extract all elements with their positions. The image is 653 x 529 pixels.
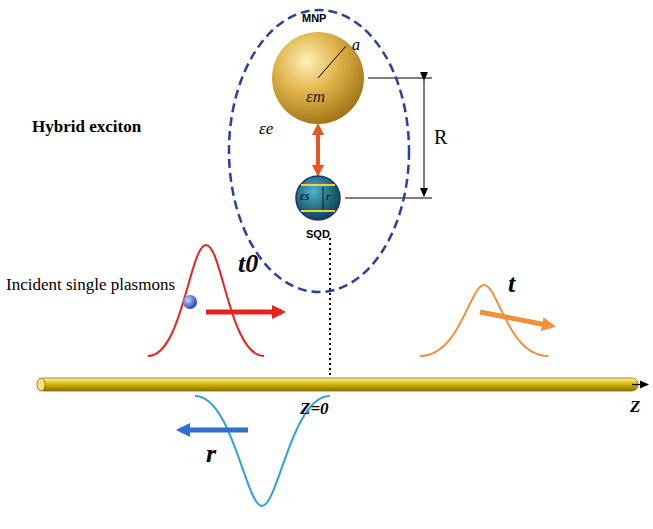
transmitted-arrow [480, 312, 552, 326]
incident-label: Incident single plasmons [6, 276, 175, 295]
group-heading: Hybrid exciton [32, 118, 141, 137]
axis-label: Z [630, 398, 640, 417]
incident-pulse [148, 245, 264, 356]
amplitude-label: t [508, 270, 515, 299]
permittivity-label: εe [259, 120, 273, 139]
permittivity-label: εm [306, 88, 325, 107]
dotted-drop-line [329, 238, 331, 377]
radius-label: r [326, 190, 330, 202]
plasmon-ball [183, 295, 197, 309]
particle-name: MNP [302, 12, 326, 24]
reflected-pulse [195, 396, 330, 506]
quantum-dot: SQDrεs [296, 176, 340, 220]
dot-name: SQD [306, 228, 330, 240]
coupling-arrow [316, 128, 320, 172]
metal-nanoparticle-outline [272, 32, 364, 124]
metal-nanoparticle: MNPaεm [272, 32, 364, 124]
reflected-arrow [180, 428, 248, 433]
amplitude-label: r [206, 440, 216, 469]
permittivity-label: εs [300, 190, 309, 203]
radius-label: a [352, 36, 360, 54]
nanowire [37, 378, 648, 391]
amplitude-label: t0 [238, 250, 258, 279]
incident-arrow [206, 310, 282, 315]
origin-label: Z=0 [300, 400, 329, 419]
distance-label: R [434, 126, 447, 148]
